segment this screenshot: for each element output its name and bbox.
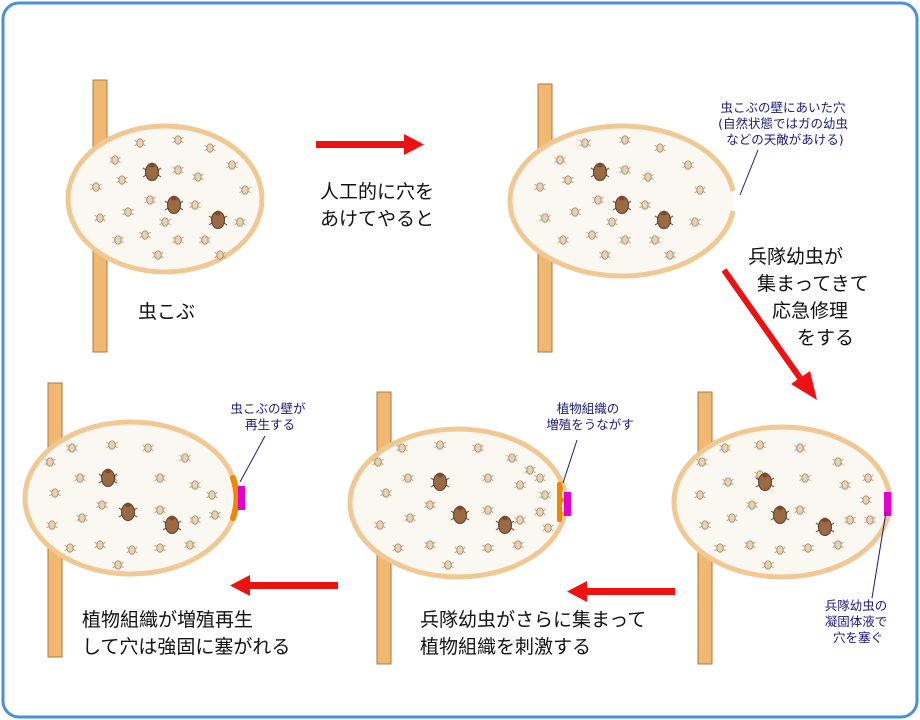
arrow-step-1: [316, 134, 424, 155]
plug-callout-line: [871, 511, 887, 599]
tissue-note: 植物組織の 増殖をうながす: [546, 401, 634, 432]
arrow-step-2: [721, 268, 817, 400]
step1-text: 人工的に穴を あけてやると: [320, 181, 440, 230]
tissue-callout-line: [562, 439, 578, 484]
panel-3-gall-plugged: 兵隊幼虫の 凝固体液で 穴を塞ぐ: [671, 391, 893, 665]
coagulated-plug: [238, 486, 245, 510]
gall: [347, 426, 569, 580]
proliferating-tissue: [557, 482, 564, 522]
gall: [671, 424, 893, 580]
gall: [65, 123, 265, 275]
arrow-step-4: [230, 575, 338, 596]
panel-2-gall-holed: 虫こぶの壁にあいた穴 (自然状態ではガの幼虫 などの天敵があける): [507, 83, 852, 353]
step4-text: 植物組織が増殖再生 して穴は強固に塞がれる: [82, 609, 290, 658]
step2-text: 兵隊幼虫が 集まってきて 応急修理 をする: [748, 246, 875, 349]
coagulated-plug: [884, 492, 891, 516]
regen-note: 虫こぶの壁が 再生する: [231, 401, 310, 432]
arrow-step-3: [567, 581, 675, 602]
panel-1-gall-intact: 虫こぶ: [65, 79, 265, 353]
hole-note: 虫こぶの壁にあいた穴 (自然状態ではガの幼虫 などの天敵があける): [718, 100, 852, 147]
panel-5-wall-regenerated: 虫こぶの壁が 再生する: [22, 382, 310, 658]
panel-4-tissue-stimulated: 植物組織の 増殖をうながす: [347, 391, 634, 665]
regenerated-wall: [230, 475, 240, 521]
coagulated-plug: [564, 492, 571, 516]
plug-note: 兵隊幼虫の 凝固体液で 穴を塞ぐ: [825, 598, 892, 645]
regen-callout-line: [239, 435, 266, 483]
gall-label: 虫こぶ: [138, 301, 195, 323]
step3-text: 兵隊幼虫がさらに集まって 植物組織を刺激する: [420, 609, 652, 658]
hole-callout-line: [739, 149, 759, 196]
